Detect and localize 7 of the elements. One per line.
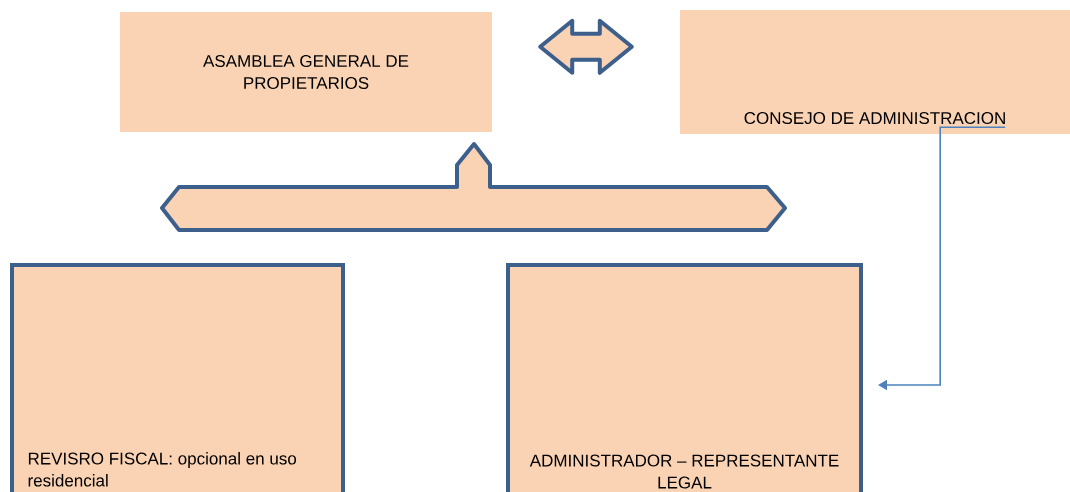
bracket-arrow bbox=[160, 142, 787, 232]
org-box: REVISRO FISCAL: opcional en uso residencial bbox=[10, 263, 345, 492]
org-box: CONSEJO DE ADMINISTRACION bbox=[680, 10, 1070, 134]
org-box: ADMINISTRADOR – REPRESENTANTE LEGAL bbox=[506, 263, 863, 492]
org-box: ASAMBLEA GENERAL DE PROPIETARIOS bbox=[120, 12, 492, 132]
connector-arrow bbox=[878, 126, 1006, 391]
double-arrow bbox=[538, 18, 634, 75]
